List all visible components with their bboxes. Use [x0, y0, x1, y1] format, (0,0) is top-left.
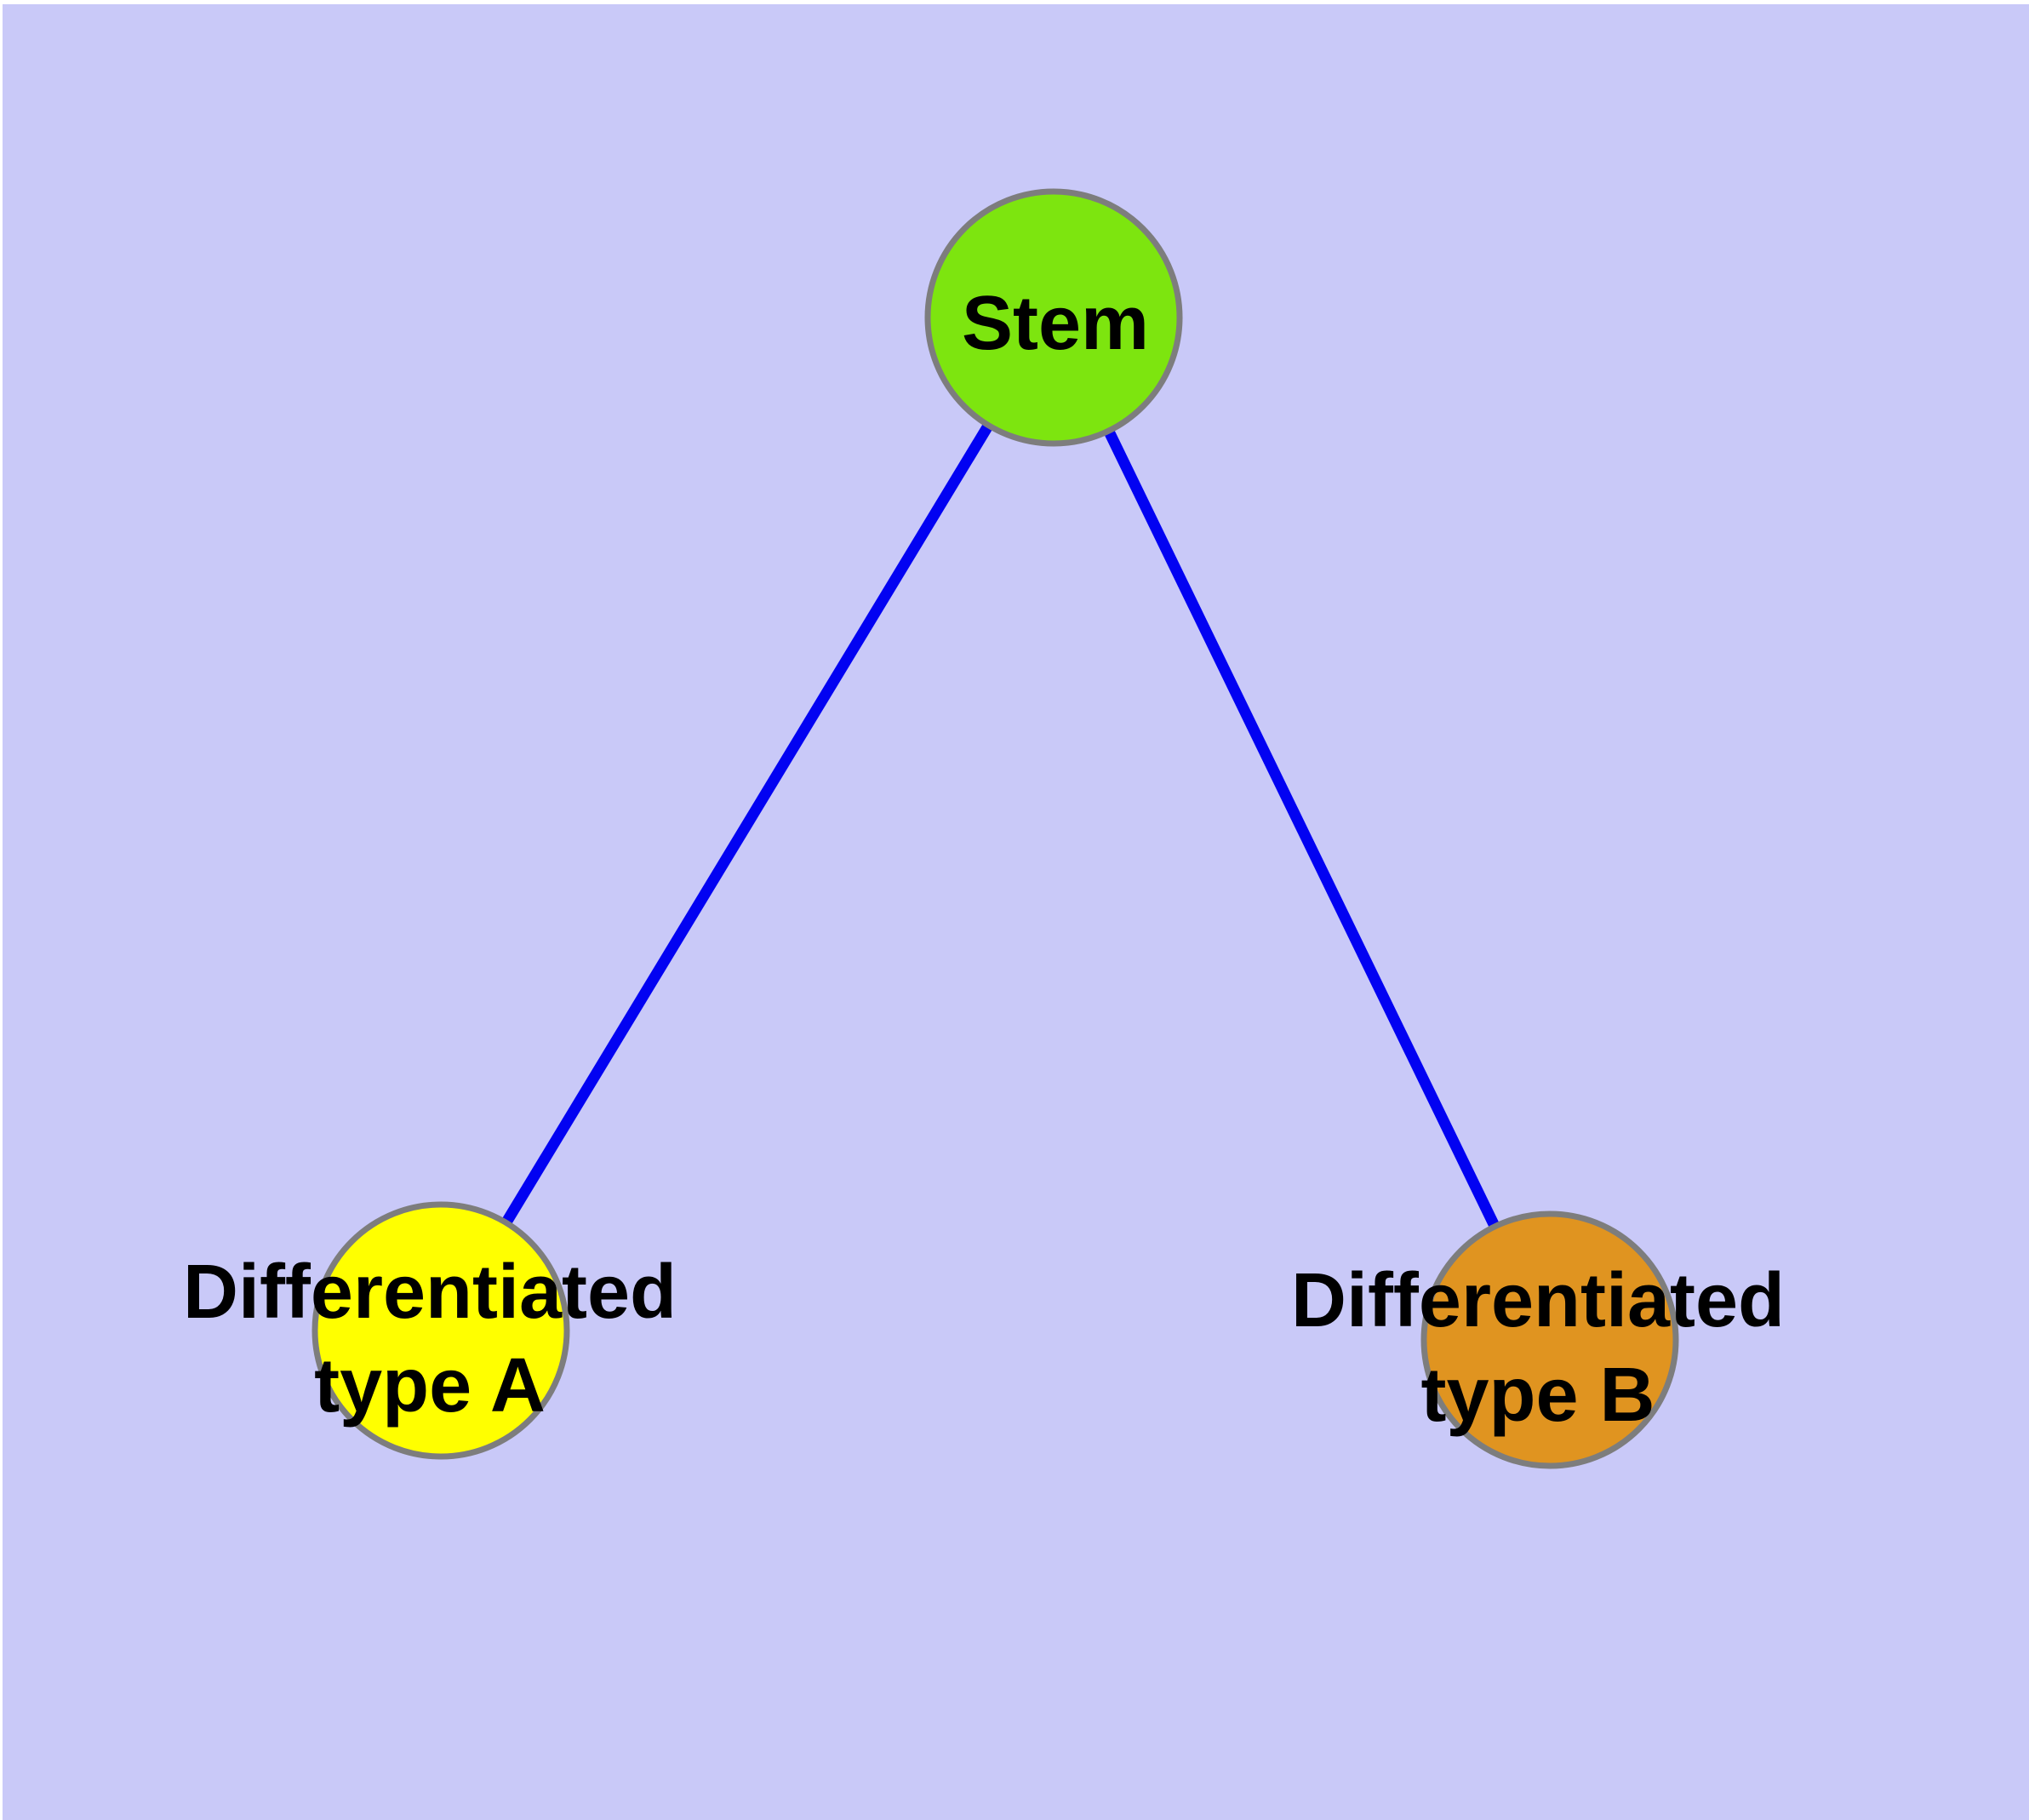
- label-layer: Stem Differentiated type A Differentiate…: [183, 281, 1785, 1438]
- stem-node-label: Stem: [962, 281, 1149, 366]
- edge-stem-to-type-b: [1049, 315, 1555, 1342]
- type-a-node-label-line2: type A: [314, 1343, 546, 1428]
- type-a-node-label-line1: Differentiated: [183, 1250, 677, 1335]
- edge-layer: [436, 314, 1555, 1342]
- type-a-node-circle: [311, 1201, 570, 1460]
- type-b-node-circle: [1420, 1210, 1679, 1469]
- stem-node-circle: [924, 188, 1183, 447]
- edge-stem-to-type-a: [436, 314, 1059, 1334]
- type-b-node-label-line2: type B: [1420, 1353, 1655, 1438]
- type-b-node-label-line1: Differentiated: [1291, 1258, 1785, 1343]
- node-layer: [311, 188, 1679, 1469]
